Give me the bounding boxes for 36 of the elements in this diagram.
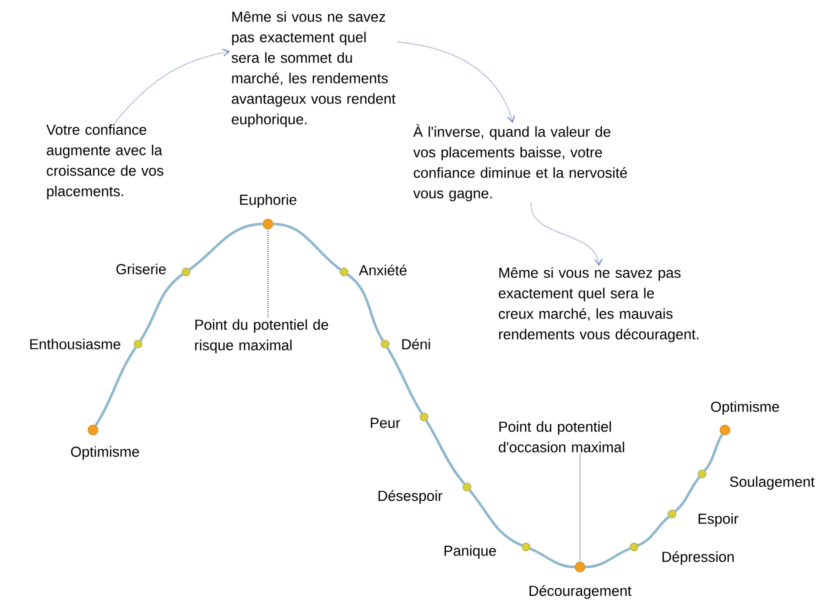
annotation-text: À l'inverse, quand la valeur de vos placements baisse, votre confiance diminue et la nervosité vous gagne. [413, 124, 627, 202]
point-label: Panique [444, 545, 496, 559]
annotation-text: Votre confiance augmente avec la croissance de vos placements. [46, 124, 164, 200]
annotation-text: Même si vous ne savez pas exactement quel sera le creux marché, les mauvais rendements vous découragent. [498, 267, 698, 342]
annotation-text: Même si vous ne savez pas exactement quel sera le sommet du marché, les rendements avantageux vous rendent euphorique. [232, 11, 396, 128]
curve-segment [425, 420, 466, 484]
point-label: Optimisme [71, 446, 139, 460]
point-label: Griserie [116, 264, 166, 274]
curve-segment [468, 489, 523, 547]
curve-segment [529, 547, 575, 568]
curve-segment [637, 516, 670, 547]
point-label: Optimisme [711, 401, 779, 415]
annotation-text: Point du potentiel d'occasion maximal [498, 421, 624, 452]
curve-segment [188, 222, 263, 271]
point-label: Enthousiasme [30, 338, 120, 350]
curve-segment [386, 346, 423, 414]
curve-segment [346, 273, 384, 341]
arrow [396, 42, 515, 123]
curve-segment [94, 346, 137, 426]
arrow [530, 202, 602, 266]
curve-segment [585, 547, 631, 568]
point-label: Désespoir [378, 490, 442, 504]
point-label: Soulagement [730, 476, 815, 490]
point-label: Découragement [530, 585, 632, 599]
curve-segment [139, 273, 184, 342]
point-label: Espoir [698, 513, 738, 527]
point-label: Déni [402, 338, 430, 350]
curve-segment [273, 222, 342, 271]
point-label: Anxiété [358, 264, 407, 276]
arrow [114, 48, 230, 124]
annotation-text: Point du potentiel de risque maximal [195, 319, 328, 354]
point-label: Dépression [662, 551, 734, 565]
point-label: Peur [370, 418, 400, 428]
point-label: Euphorie [240, 194, 296, 208]
curve-segment [674, 476, 700, 512]
curve-segment [704, 434, 724, 472]
